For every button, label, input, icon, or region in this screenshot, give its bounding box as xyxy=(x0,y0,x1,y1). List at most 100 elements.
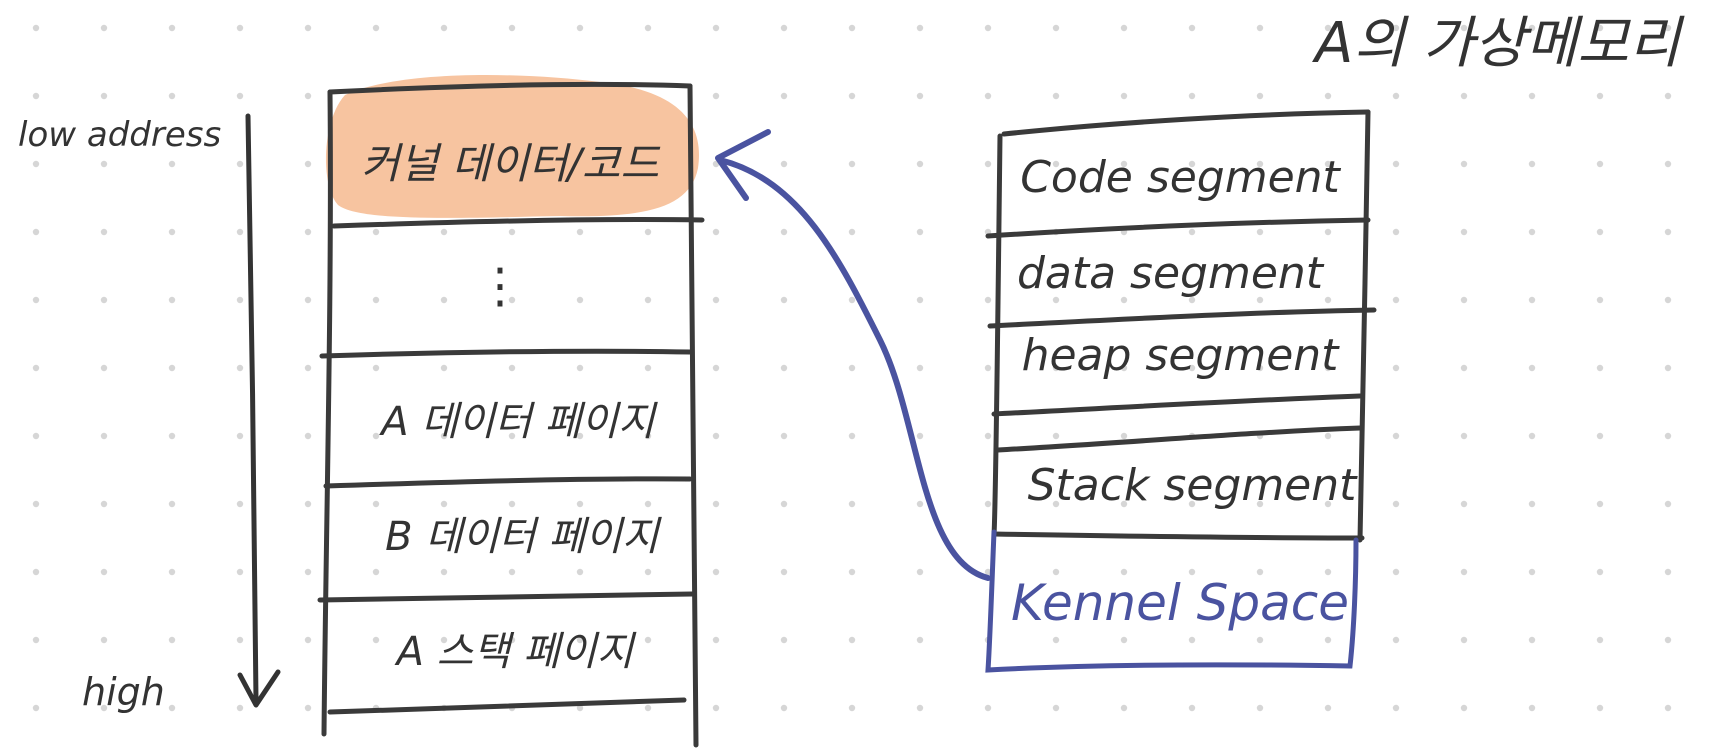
grid-dot xyxy=(1052,568,1060,576)
grid-dot xyxy=(1528,568,1536,576)
grid-dot xyxy=(1596,364,1604,372)
grid-dot xyxy=(1460,24,1468,32)
grid-dot xyxy=(1392,500,1400,508)
grid-dot xyxy=(372,500,380,508)
grid-dot xyxy=(1664,636,1672,644)
grid-dot xyxy=(1596,636,1604,644)
grid-dot xyxy=(1392,636,1400,644)
grid-dot xyxy=(916,160,924,168)
grid-dot xyxy=(576,296,584,304)
grid-dot xyxy=(1324,24,1332,32)
physical-cell-label-1: ⋮ xyxy=(476,258,524,314)
grid-dot xyxy=(440,24,448,32)
kernel-space-box xyxy=(985,529,1359,673)
grid-dot xyxy=(1664,296,1672,304)
grid-dot xyxy=(440,296,448,304)
grid-dot xyxy=(1324,296,1332,304)
grid-dot xyxy=(508,568,516,576)
grid-dot xyxy=(168,364,176,372)
grid-dot xyxy=(712,92,720,100)
grid-dot xyxy=(1392,296,1400,304)
grid-dot xyxy=(1528,432,1536,440)
physical-separator-2 xyxy=(319,348,693,359)
grid-dot xyxy=(440,364,448,372)
grid-dot xyxy=(32,432,40,440)
grid-dot xyxy=(168,432,176,440)
grid-dot xyxy=(644,228,652,236)
grid-dot xyxy=(1256,636,1264,644)
grid-dot xyxy=(848,24,856,32)
grid-dot xyxy=(1596,228,1604,236)
grid-dot xyxy=(508,364,516,372)
grid-dot xyxy=(236,500,244,508)
grid-dot xyxy=(168,228,176,236)
grid-dot xyxy=(372,636,380,644)
grid-dot xyxy=(32,364,40,372)
grid-dot xyxy=(1528,296,1536,304)
grid-dot xyxy=(1052,704,1060,712)
virtual-separator-5 xyxy=(991,531,1365,541)
virtual-cell-label-0: Code segment xyxy=(1020,152,1341,203)
address-axis: low address high xyxy=(18,113,281,714)
grid-dot xyxy=(712,296,720,304)
grid-dot xyxy=(1324,500,1332,508)
grid-dot xyxy=(1528,636,1536,644)
grid-dot xyxy=(848,160,856,168)
grid-dot xyxy=(304,92,312,100)
grid-dot xyxy=(1052,92,1060,100)
grid-dot xyxy=(1392,432,1400,440)
grid-dot xyxy=(712,568,720,576)
grid-dot xyxy=(1052,500,1060,508)
grid-dot xyxy=(1120,92,1128,100)
grid-dot xyxy=(1256,568,1264,576)
virtual-separator-4 xyxy=(995,425,1363,453)
grid-dot xyxy=(576,364,584,372)
grid-dot xyxy=(1596,432,1604,440)
grid-dot xyxy=(1188,24,1196,32)
grid-dot xyxy=(1460,636,1468,644)
grid-dot xyxy=(236,296,244,304)
grid-dot xyxy=(440,636,448,644)
grid-dot xyxy=(780,704,788,712)
grid-dot xyxy=(100,296,108,304)
grid-dot xyxy=(916,636,924,644)
grid-dot xyxy=(1596,24,1604,32)
grid-dot xyxy=(1188,364,1196,372)
grid-dot xyxy=(1256,24,1264,32)
grid-dot xyxy=(1120,636,1128,644)
grid-dot xyxy=(304,228,312,236)
grid-dot xyxy=(712,24,720,32)
grid-dot xyxy=(236,160,244,168)
grid-dot xyxy=(712,432,720,440)
grid-dot xyxy=(1120,24,1128,32)
grid-dot xyxy=(1664,568,1672,576)
virtual-column-right-edge xyxy=(1357,109,1371,543)
grid-dot xyxy=(1528,704,1536,712)
grid-dot xyxy=(1256,500,1264,508)
grid-dot xyxy=(1460,704,1468,712)
grid-dot xyxy=(168,704,176,712)
diagram-title: A의 가상메모리 xyxy=(1312,11,1685,76)
grid-dot xyxy=(168,500,176,508)
grid-dot xyxy=(1664,704,1672,712)
grid-dot xyxy=(1664,432,1672,440)
physical-column-left-edge xyxy=(321,89,333,737)
grid-dot xyxy=(1460,160,1468,168)
grid-dot xyxy=(372,364,380,372)
grid-dot xyxy=(1664,364,1672,372)
grid-dot xyxy=(236,24,244,32)
grid-dot xyxy=(1528,500,1536,508)
grid-dot xyxy=(1460,92,1468,100)
grid-dot xyxy=(1324,92,1332,100)
grid-dot xyxy=(100,568,108,576)
grid-dot xyxy=(100,432,108,440)
grid-dot xyxy=(848,432,856,440)
grid-dot xyxy=(1324,568,1332,576)
grid-dot xyxy=(848,568,856,576)
physical-separator-5 xyxy=(327,697,687,715)
grid-dot xyxy=(168,636,176,644)
virtual-cell-label-4: Stack segment xyxy=(1028,460,1359,511)
grid-dot xyxy=(1596,296,1604,304)
grid-dot xyxy=(1664,160,1672,168)
grid-dot xyxy=(1256,228,1264,236)
